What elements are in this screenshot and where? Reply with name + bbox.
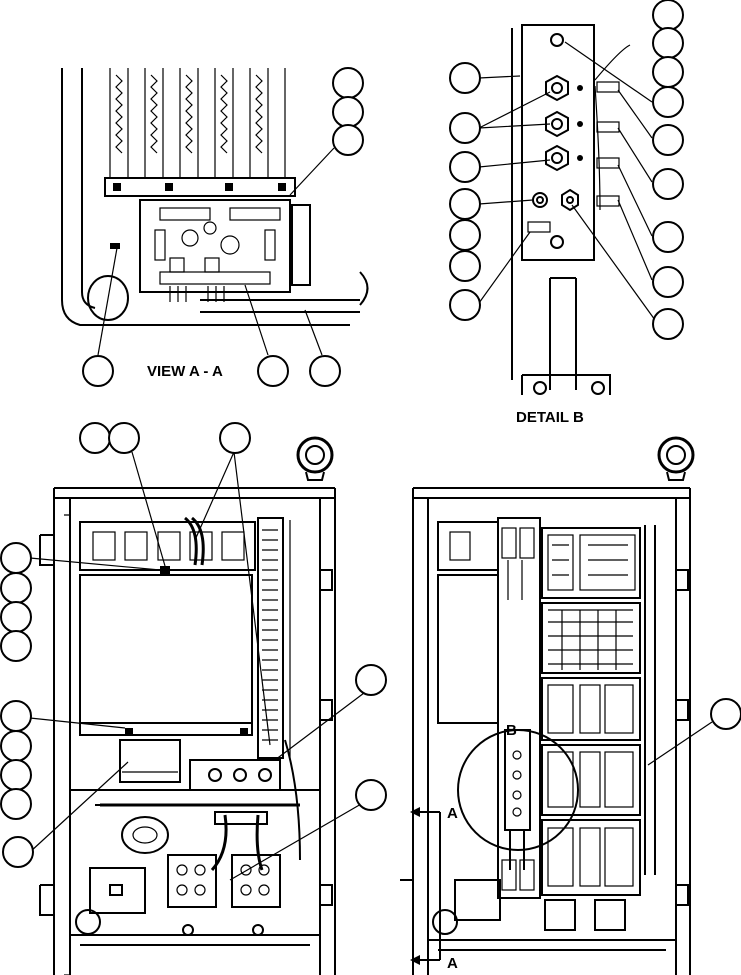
callout-balloon [108, 422, 140, 454]
callout-balloon [332, 96, 364, 128]
callout-balloon [652, 168, 684, 200]
circuit-board [139, 199, 291, 302]
callout-balloon [332, 67, 364, 99]
relay-board [541, 819, 641, 896]
lifting-eye [296, 436, 334, 474]
callout-balloon [355, 664, 387, 696]
callout-balloon [0, 630, 32, 662]
lifting-eye [657, 436, 695, 474]
backplate [497, 517, 541, 899]
callout-balloon [710, 698, 741, 730]
callout-balloon [652, 308, 684, 340]
callout-balloon [449, 250, 481, 282]
section-marker-lower: A [447, 955, 458, 972]
side-rail [291, 204, 311, 286]
callout-balloon [257, 355, 289, 387]
meter [121, 816, 169, 854]
callout-balloon [449, 112, 481, 144]
callout-balloon [79, 422, 111, 454]
callout-balloon [652, 86, 684, 118]
callout-balloon [449, 62, 481, 94]
callout-balloon [2, 836, 34, 868]
detail-b-circle [457, 729, 579, 851]
hex-fitting [545, 110, 569, 138]
callout-balloon [355, 779, 387, 811]
relay-board [541, 527, 641, 599]
section-marker-upper: A [447, 805, 458, 822]
callout-balloon [219, 422, 251, 454]
view-aa-label: VIEW A - A [147, 363, 223, 380]
callout-balloon [332, 124, 364, 156]
drive-module [79, 574, 253, 724]
enclosure-left [0, 422, 387, 975]
callout-balloon [449, 151, 481, 183]
callout-balloon [0, 542, 32, 574]
mounting-hole [87, 275, 129, 321]
detail-b: DETAIL B [449, 0, 684, 426]
hex-fitting [545, 74, 569, 102]
callout-balloon [82, 355, 114, 387]
callout-balloon [449, 289, 481, 321]
cable-tube [200, 299, 360, 313]
callout-balloon [652, 221, 684, 253]
callout-balloon [0, 572, 32, 604]
callout-balloon [652, 27, 684, 59]
contactor [167, 854, 217, 908]
callout-balloon [449, 188, 481, 220]
callout-balloon [0, 788, 32, 820]
callout-balloon [652, 0, 684, 31]
relay-board [541, 677, 641, 741]
terminal-strip [257, 517, 284, 759]
callout-balloon [0, 601, 32, 633]
detail-b-marker: B [506, 722, 517, 739]
callout-balloon [652, 124, 684, 156]
heat-sink [104, 68, 296, 197]
hex-fitting [545, 144, 569, 172]
callout-balloon [652, 266, 684, 298]
callout-balloon [652, 56, 684, 88]
relay-board [541, 602, 641, 674]
callout-balloon [0, 730, 32, 762]
manifold-block [521, 24, 595, 261]
relay-board [541, 744, 641, 816]
enclosure-right: B A A [400, 436, 741, 975]
callout-balloon [0, 700, 32, 732]
detail-b-label: DETAIL B [516, 409, 584, 426]
callout-balloon [309, 355, 341, 387]
callout-balloon [449, 219, 481, 251]
callout-balloon [0, 759, 32, 791]
view-aa: VIEW A - A [61, 67, 369, 387]
contactor [231, 854, 281, 908]
